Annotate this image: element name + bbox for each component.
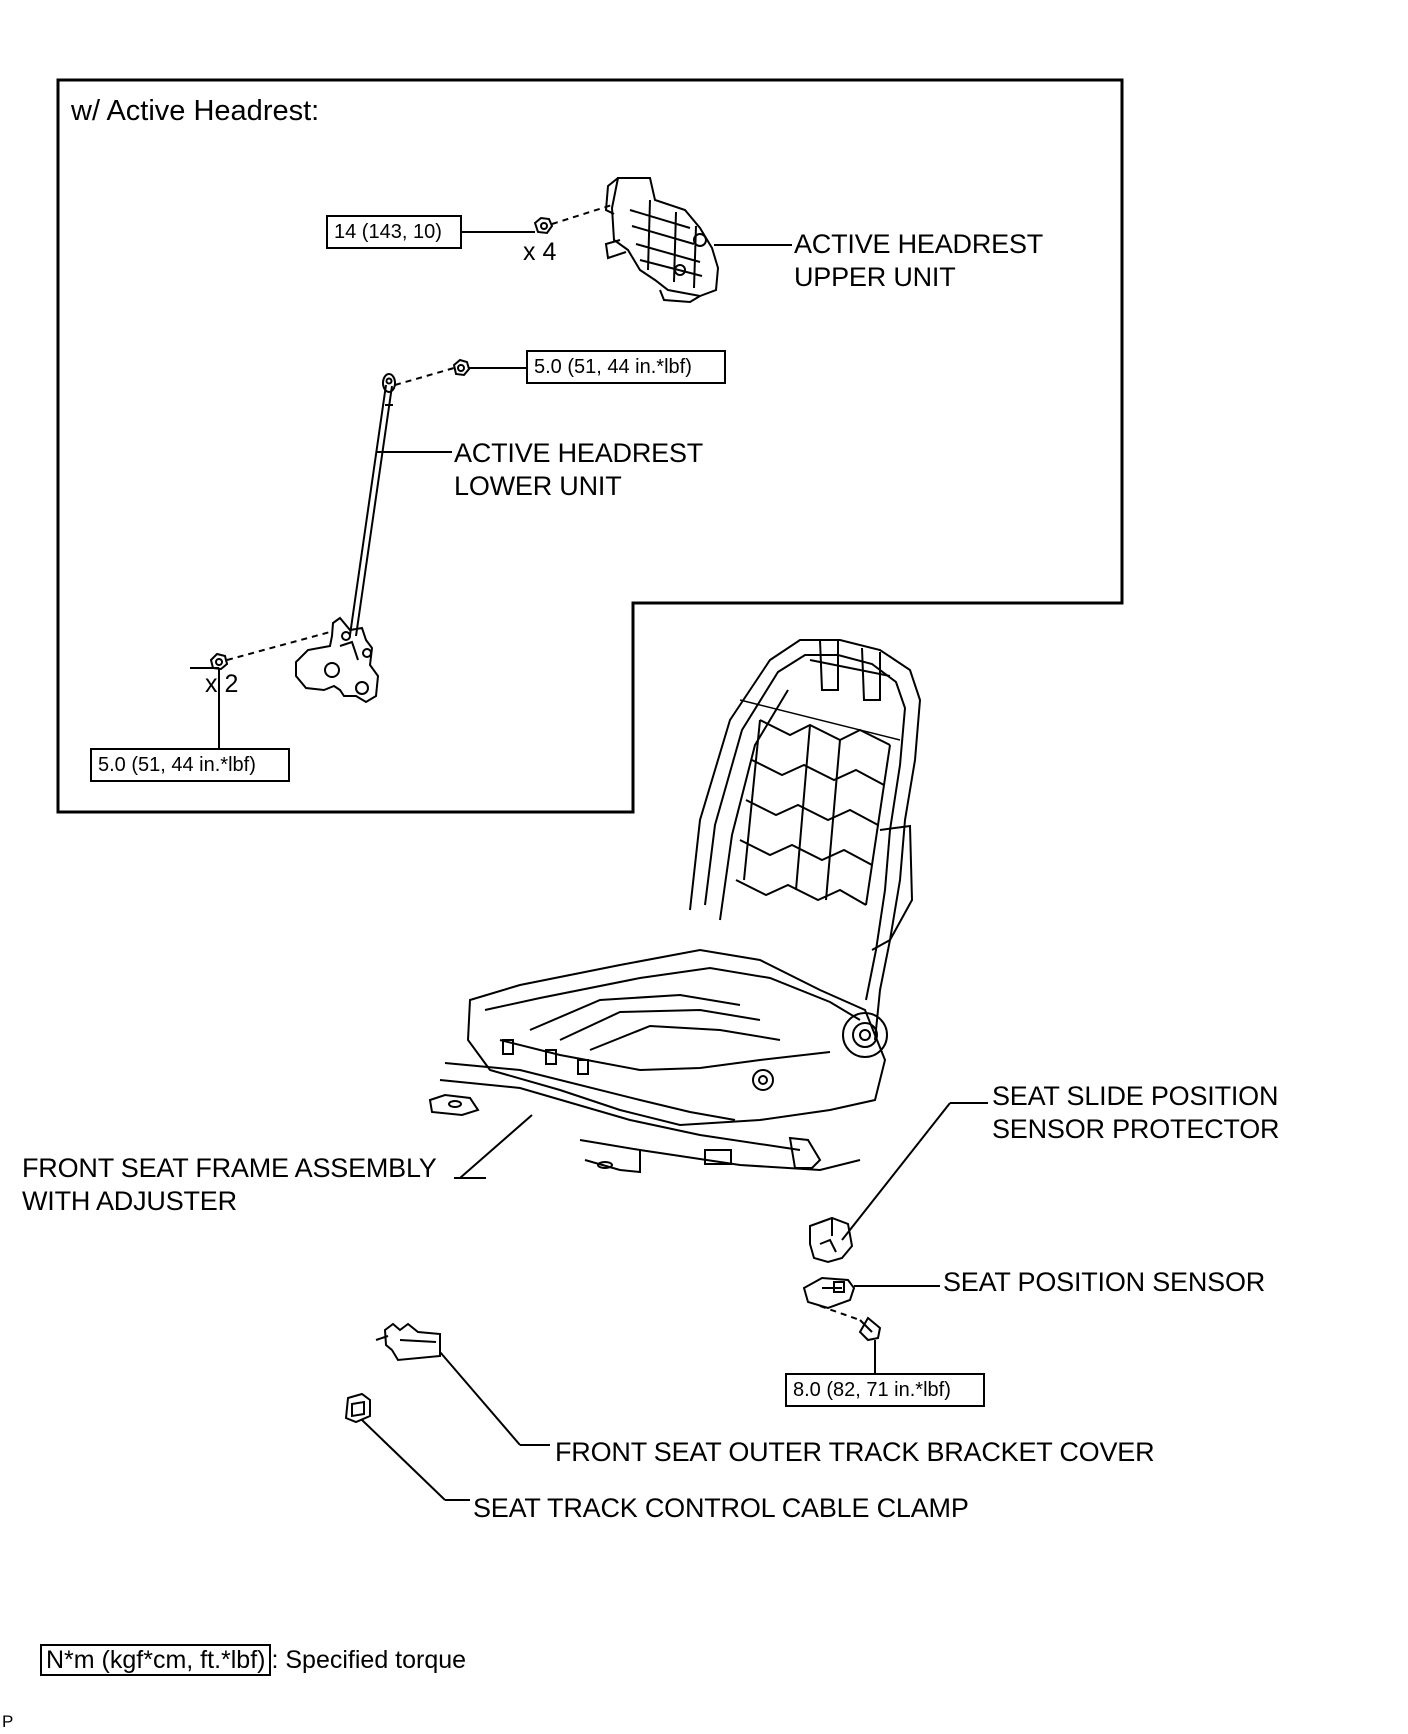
quantity-upper: x 4 [523,238,557,266]
label-seat-slide-position-sensor-protector: SEAT SLIDE POSITION SENSOR PROTECTOR [992,1081,1280,1144]
lower-top-nut-drawing [452,358,471,377]
outer-track-bracket-cover-drawing [375,1322,441,1362]
label-front-seat-outer-track-bracket-cover: FRONT SEAT OUTER TRACK BRACKET COVER [555,1437,1155,1467]
quantity-lower: x 2 [205,670,239,698]
front-seat-frame-drawing [428,639,922,1174]
torque-legend: N*m (kgf*cm, ft.*lbf): Specified torque [40,1644,467,1676]
label-front-seat-frame-assembly: FRONT SEAT FRAME ASSEMBLY WITH ADJUSTER [22,1153,437,1216]
sensor-bolt-drawing [858,1316,882,1342]
torque-legend-unit-box: N*m (kgf*cm, ft.*lbf) [40,1644,272,1676]
inset-frame [56,78,1124,814]
active-headrest-upper-unit-drawing [604,177,720,304]
label-seat-track-control-cable-clamp: SEAT TRACK CONTROL CABLE CLAMP [473,1493,969,1523]
torque-spec-upper: 14 (143, 10) [326,215,462,249]
torque-spec-lower-bottom: 5.0 (51, 44 in.*lbf) [90,748,290,782]
label-active-headrest-upper-unit: ACTIVE HEADREST UPPER UNIT [794,229,1044,292]
torque-spec-sensor: 8.0 (82, 71 in.*lbf) [785,1373,985,1407]
label-seat-position-sensor: SEAT POSITION SENSOR [943,1267,1266,1297]
active-headrest-lower-unit-drawing [295,373,396,704]
inset-title: w/ Active Headrest: [71,95,320,127]
lower-bottom-nut-drawing [209,652,229,671]
upper-nut-drawing [533,216,554,235]
cable-clamp-drawing [344,1392,371,1424]
seat-position-sensor-drawing [802,1276,856,1310]
slide-sensor-protector-drawing [809,1216,854,1264]
torque-spec-lower-top: 5.0 (51, 44 in.*lbf) [526,350,726,384]
label-active-headrest-lower-unit: ACTIVE HEADREST LOWER UNIT [454,438,704,501]
torque-legend-description: : Specified torque [271,1646,467,1674]
corner-code: P [2,1712,14,1731]
